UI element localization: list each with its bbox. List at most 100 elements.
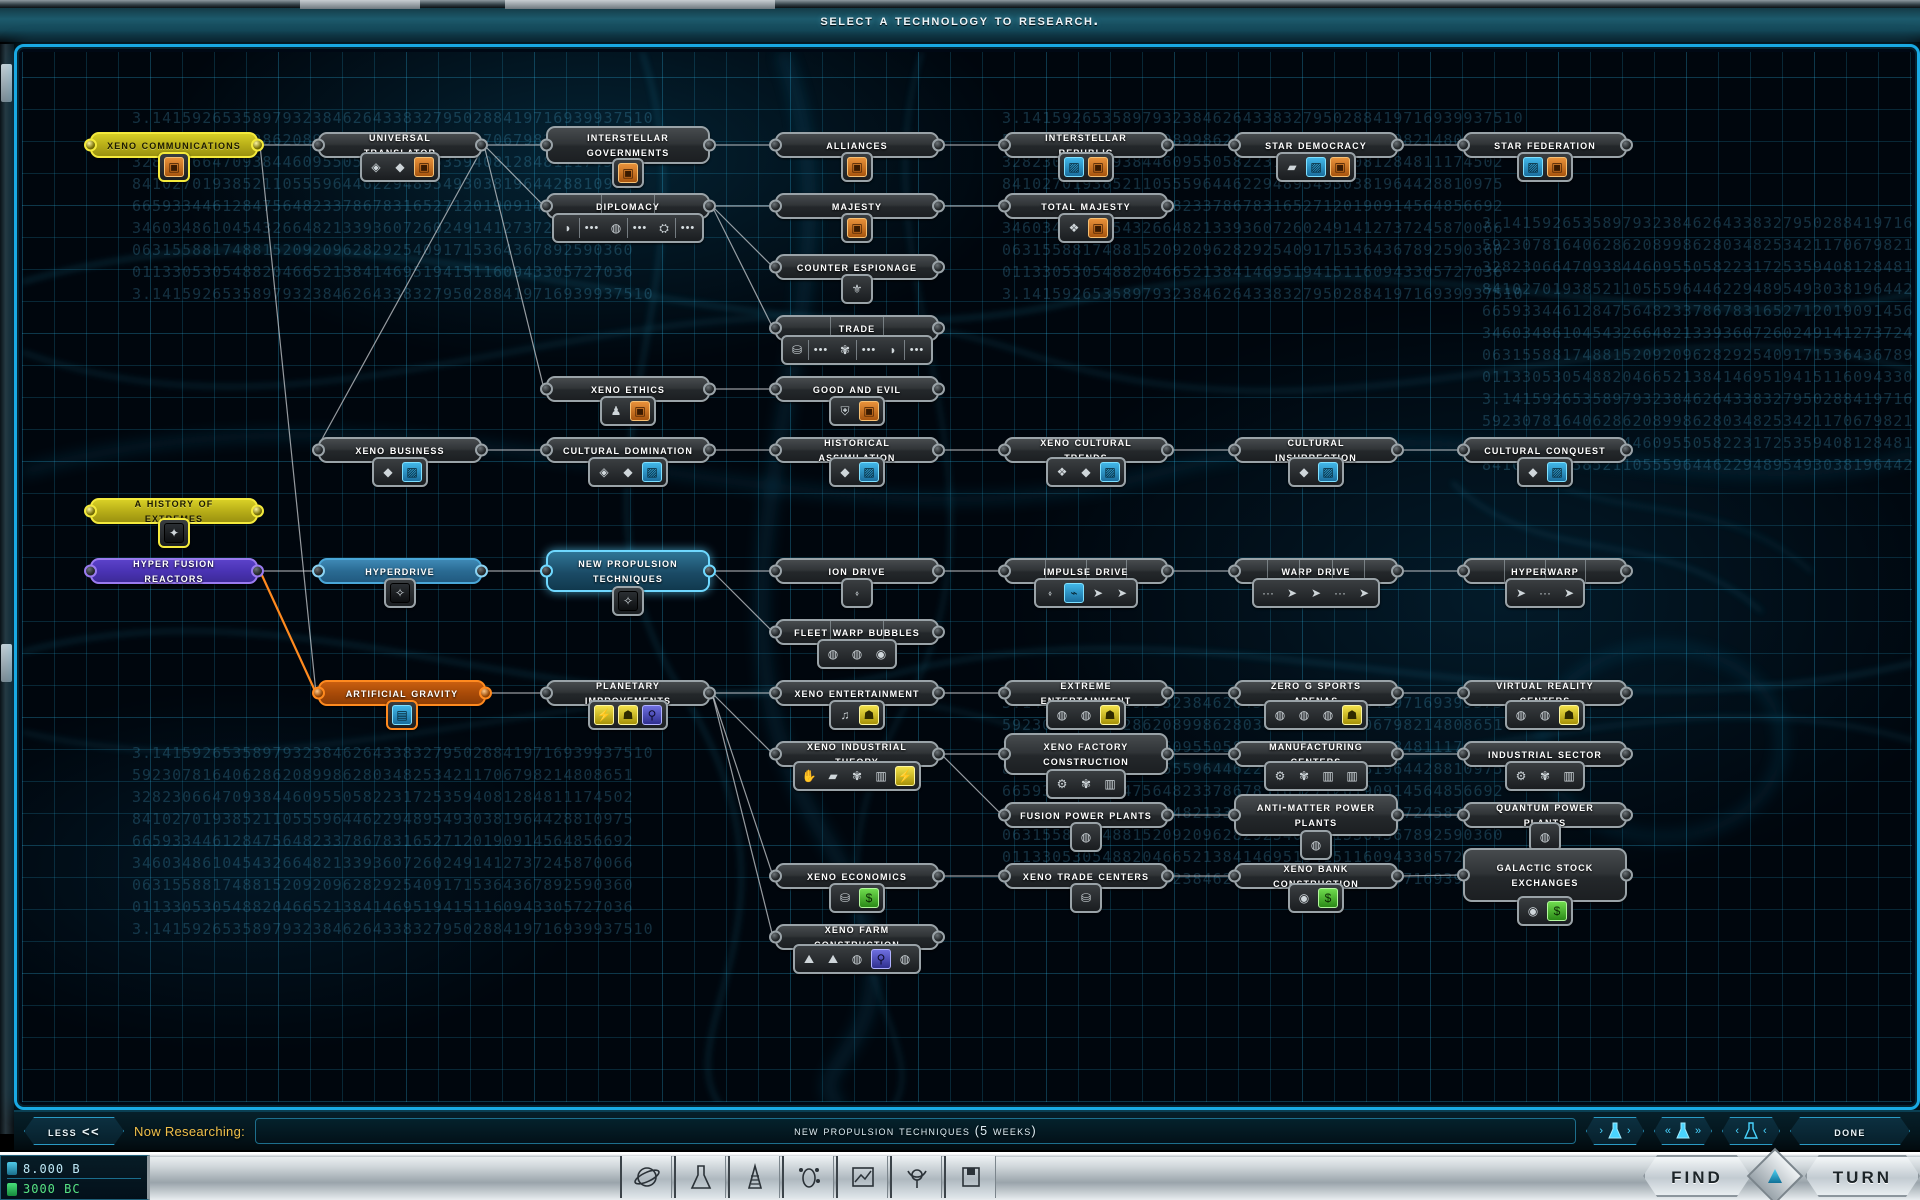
tech-node-anti-matter-power-plants[interactable]: Anti-Matter Power Plants◍ [1228, 794, 1404, 860]
center-diamond-button[interactable] [1746, 1147, 1804, 1200]
tech-node-xeno-cultural-trends[interactable]: Xeno Cultural Trends❖◆▨ [998, 435, 1174, 487]
tech-node-xeno-farm-construction[interactable]: Xeno Farm Construction⛰⛰◍⚲◍ [769, 922, 945, 974]
tech-node-hyperwarp[interactable]: HyperWarp➤···➤ [1457, 558, 1633, 608]
tech-node-star-democracy[interactable]: Star Democracy▰▨▣ [1228, 132, 1404, 182]
tech-benefit-orange-icon: ▣ [1088, 218, 1108, 238]
tech-node-zero-g-sports-arenas[interactable]: Zero G Sports Arenas◍◍◍☗ [1228, 678, 1404, 730]
tech-node-output-knob [1161, 443, 1174, 457]
tech-node-input-knob [540, 138, 553, 152]
tech-node-interstellar-republic[interactable]: Interstellar Republic▨▣ [998, 130, 1174, 182]
tech-node-hyperdrive[interactable]: HyperDrive✧ [312, 558, 488, 608]
tech-node-industrial-sector[interactable]: Industrial Sector⚙✾▥ [1457, 741, 1633, 791]
tech-node-counter-espionage[interactable]: Counter Espionage⚜ [769, 254, 945, 304]
tech-benefit-grey-icon: ◗ [889, 343, 897, 357]
research-icon[interactable] [674, 1156, 726, 1198]
tech-node-output-knob [1620, 808, 1633, 822]
tech-icon-cell: $ [1317, 887, 1339, 909]
tech-icon-cell: ❖ [1051, 461, 1073, 483]
tech-icon-cell: ▣ [1087, 156, 1109, 178]
tech-node-output-knob [932, 138, 945, 152]
tech-node-impulse-drive[interactable]: Impulse Drive⬫⌁➤➤ [998, 558, 1174, 608]
tech-node-output-knob [932, 930, 945, 944]
tech-node-xeno-trade-centers[interactable]: Xeno Trade Centers⛁ [998, 863, 1174, 913]
tech-node-xeno-business[interactable]: Xeno Business◆▨ [312, 437, 488, 487]
tech-benefit-grey-icon: ♫ [840, 708, 850, 722]
tech-benefit-grey-icon: ◍ [851, 647, 863, 661]
tech-node-warp-drive[interactable]: Warp Drive···➤➤···➤ [1228, 558, 1404, 608]
tech-node-input-knob [998, 686, 1011, 700]
find-button[interactable]: Find [1643, 1155, 1751, 1197]
tech-node-extreme-entertainment[interactable]: Extreme Entertainment◍◍☗ [998, 678, 1174, 730]
tech-node-cultural-conquest[interactable]: Cultural Conquest◆▨ [1457, 437, 1633, 487]
tech-tree-viewport[interactable]: 3.14159265358979323846264338327950288419… [22, 52, 1912, 1102]
stats-icon[interactable] [836, 1156, 888, 1198]
tech-node-majesty[interactable]: Majesty▣ [769, 193, 945, 243]
trade-icon[interactable] [782, 1156, 834, 1198]
tech-benefit-yellow-icon: ☗ [1100, 705, 1120, 725]
research-fast-button[interactable]: ‹ ‹ [1722, 1117, 1780, 1145]
tech-benefit-grey-icon: ◍ [610, 221, 622, 235]
tech-benefit-grey-icon: ◆ [1299, 465, 1309, 479]
tech-icon-cell: ⚙ [1269, 765, 1291, 787]
tech-node-a-history-of-extremes[interactable]: A History of Extremes✦ [84, 496, 264, 548]
tech-node-new-propulsion-techniques[interactable]: New Propulsion Techniques✧ [540, 550, 716, 616]
tech-node-galactic-stock-exchanges[interactable]: Galactic Stock Exchanges◉$ [1457, 848, 1633, 926]
tech-node-fleet-warp-bubbles[interactable]: Fleet Warp Bubbles◍◍◉ [769, 619, 945, 669]
ships-icon[interactable] [728, 1156, 780, 1198]
tech-node-hyper-fusion-reactors[interactable]: Hyper Fusion Reactors [84, 556, 264, 585]
tech-node-icon-tray: ⚙✾▥ [1046, 769, 1126, 799]
tech-node-diplomacy[interactable]: Diplomacy◗•••◍•••⛭••• [540, 193, 716, 243]
tech-node-label: Xeno Entertainment [794, 685, 920, 700]
tech-node-planetary-improvements[interactable]: Planetary Improvements⚡☗⚲ [540, 678, 716, 730]
tech-node-manufacturing-centers[interactable]: Manufacturing Centers⚙✾▥▥ [1228, 739, 1404, 791]
tech-benefit-grey-icon: ◈ [599, 465, 609, 479]
tech-icon-cell: ➤ [1558, 582, 1580, 604]
tech-benefit-grey-icon: ➤ [1358, 586, 1370, 600]
tech-node-artificial-gravity[interactable]: Artificial Gravity▤ [312, 680, 492, 730]
tech-node-output-knob [1391, 747, 1404, 761]
tech-node-trade[interactable]: Trade⛁•••✾•••◗••• [769, 315, 945, 365]
tech-node-xeno-entertainment[interactable]: Xeno Entertainment♫☗ [769, 680, 945, 730]
research-slow-button[interactable]: › › [1586, 1117, 1644, 1145]
tech-benefit-grey-icon: ◍ [1080, 708, 1092, 722]
tech-node-historical-assimilation[interactable]: Historical Assimilation◆▨ [769, 435, 945, 487]
tech-node-label: Cultural Conquest [1484, 442, 1606, 457]
planets-icon[interactable] [620, 1156, 672, 1198]
tech-node-total-majesty[interactable]: Total Majesty❖▣ [998, 193, 1174, 243]
tech-node-output-knob [1161, 808, 1174, 822]
tech-benefit-blue-icon: ⌁ [1064, 583, 1084, 603]
toolbar-icon-group[interactable] [620, 1156, 998, 1198]
tech-node-xeno-factory-construction[interactable]: Xeno Factory Construction⚙✾▥ [998, 733, 1174, 799]
tech-node-interstellar-governments[interactable]: Interstellar Governments▣ [540, 126, 716, 188]
tech-node-label: Total Majesty [1041, 198, 1131, 213]
flask-icon [1605, 1121, 1625, 1141]
current-research-field[interactable]: New Propulsion Techniques (5 Weeks) [255, 1118, 1576, 1144]
tech-node-cultural-insurrection[interactable]: Cultural Insurrection◆▨ [1228, 435, 1404, 487]
tech-node-output-knob [1620, 443, 1633, 457]
diplomacy-icon[interactable] [890, 1156, 942, 1198]
tech-node-output-knob [932, 686, 945, 700]
tech-node-xeno-ethics[interactable]: Xeno Ethics♟▣ [540, 376, 716, 426]
tech-tree-panel[interactable]: 3.14159265358979323846264338327950288419… [14, 44, 1920, 1110]
tech-node-virtual-reality-centers[interactable]: Virtual Reality Centers◍◍☗ [1457, 678, 1633, 730]
done-button[interactable]: Done [1790, 1117, 1910, 1145]
tech-node-xeno-bank-construction[interactable]: Xeno Bank Construction◉$ [1228, 861, 1404, 913]
tech-node-fusion-power-plants[interactable]: Fusion Power Plants◍ [998, 802, 1174, 852]
tech-node-star-federation[interactable]: Star Federation▨▣ [1457, 132, 1633, 182]
tech-node-output-knob [1620, 868, 1633, 882]
research-normal-button[interactable]: « » [1654, 1117, 1712, 1145]
tech-node-alliances[interactable]: Alliances▣ [769, 132, 945, 182]
turn-button[interactable]: Turn [1805, 1155, 1920, 1197]
save-icon[interactable] [944, 1156, 996, 1198]
tech-node-good-and-evil[interactable]: Good and Evil⛨▣ [769, 376, 945, 426]
tech-node-xeno-economics[interactable]: Xeno Economics⛁$ [769, 863, 945, 913]
tech-node-icon-tray: ◍◍◍☗ [1264, 700, 1368, 730]
tech-node-quantum-power-plants[interactable]: Quantum Power Plants◍ [1457, 800, 1633, 852]
tech-node-ion-drive[interactable]: Ion Drive⬫ [769, 558, 945, 608]
bottom-action-group[interactable]: Find Turn [1400, 1147, 1920, 1200]
tech-node-cultural-domination[interactable]: Cultural Domination◈◆▨ [540, 437, 716, 487]
tech-node-universal-translator[interactable]: Universal Translator◈◆▣ [312, 130, 488, 182]
tech-node-xeno-communications[interactable]: Xeno Communications▣ [84, 132, 264, 182]
tech-node-xeno-industrial-theory[interactable]: Xeno Industrial Theory✋▰✾▥⚡ [769, 739, 945, 791]
less-button[interactable]: Less << [24, 1117, 124, 1145]
